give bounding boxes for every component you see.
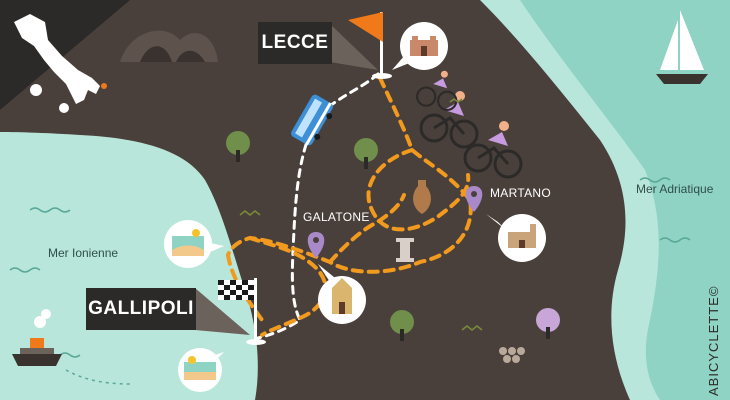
tree-icon: [354, 138, 378, 169]
cyclist-icon: [419, 91, 479, 149]
city-tag-lecce[interactable]: LECCE: [258, 22, 332, 64]
land: [0, 0, 630, 400]
beach-icon: [184, 356, 216, 380]
stones-icon: [499, 347, 525, 363]
galatone-callout: [318, 264, 366, 324]
sea-label-adriatic: Mer Adriatique: [636, 182, 714, 196]
castle-callout: [392, 22, 448, 70]
lecce-tag-pointer: [330, 24, 378, 70]
city-label-martano[interactable]: MARTANO: [490, 186, 551, 200]
church-icon: [332, 278, 352, 314]
location-pin-icon: [307, 232, 325, 258]
grass-marks: [239, 98, 483, 331]
steamboat-icon: [12, 309, 131, 385]
credit-label: ABICYCLETTE©: [706, 285, 721, 396]
church-icon: [508, 224, 536, 248]
beach-icon: [172, 229, 204, 256]
flag-icon: [348, 12, 392, 79]
sea-label-ionian: Mer Ionienne: [48, 246, 119, 260]
tree-icon: [536, 308, 560, 339]
martano-callout: [486, 214, 546, 262]
bus-icon: [291, 94, 333, 146]
hills-icon: [120, 30, 218, 62]
sailboat-icon: [656, 10, 708, 84]
port-callout: [178, 348, 224, 392]
amphora-icon: [413, 180, 431, 214]
cyclist-icon: [463, 121, 523, 179]
column-icon: [396, 238, 414, 262]
checkered-flag-icon: [218, 278, 266, 345]
beach-callout: [164, 220, 224, 268]
castle-icon: [410, 36, 438, 56]
city-label-galatone[interactable]: GALATONE: [303, 210, 370, 224]
location-pin-icon: [465, 186, 483, 212]
gallipoli-tag-pointer: [195, 288, 250, 335]
tree-icon: [390, 310, 414, 341]
wave-marks: [9, 177, 691, 358]
italy-map-icon: [14, 14, 107, 113]
tree-icon: [226, 131, 250, 162]
city-tag-gallipoli[interactable]: GALLIPOLI: [86, 288, 196, 330]
